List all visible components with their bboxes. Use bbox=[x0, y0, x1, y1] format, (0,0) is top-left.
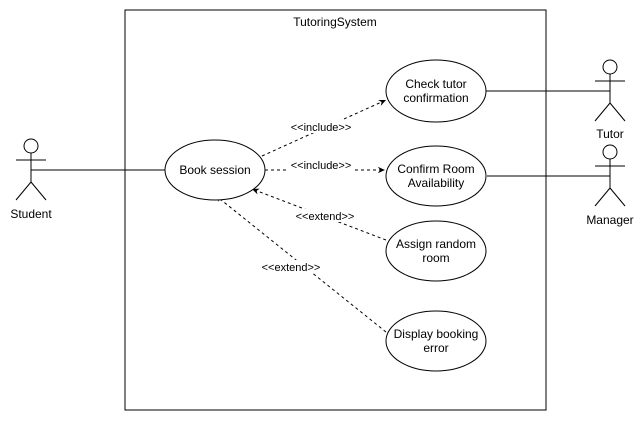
use-case-label: Book session bbox=[179, 163, 250, 177]
actor-manager-label: Manager bbox=[586, 213, 633, 227]
system-name: TutoringSystem bbox=[293, 15, 377, 29]
use-case-assign-room: Assign random room bbox=[385, 220, 487, 282]
use-case-label: Availability bbox=[408, 176, 464, 190]
use-case-display-error: Display booking error bbox=[385, 310, 487, 372]
use-case-label: confirmation bbox=[403, 91, 468, 105]
actor-student-label: Student bbox=[10, 207, 52, 221]
extend-label-assign: <<extend>> bbox=[296, 211, 355, 223]
use-case-check-tutor: Check tutor confirmation bbox=[385, 59, 487, 123]
use-case-label: error bbox=[423, 341, 448, 355]
actor-tutor-icon bbox=[594, 59, 626, 122]
include-label-confirm: <<include>> bbox=[291, 160, 352, 172]
include-label-check: <<include>> bbox=[291, 122, 352, 134]
extend-label-error: <<extend>> bbox=[262, 262, 321, 274]
actor-tutor-label: Tutor bbox=[596, 127, 624, 141]
use-case-book-session: Book session bbox=[164, 139, 266, 201]
use-case-label: Confirm Room bbox=[397, 162, 474, 176]
use-case-label: room bbox=[422, 251, 449, 265]
use-case-label: Assign random bbox=[396, 237, 476, 251]
system-boundary bbox=[124, 9, 547, 411]
use-case-label: Check tutor bbox=[405, 77, 466, 91]
actor-manager-icon bbox=[594, 144, 626, 207]
use-case-label: Display booking bbox=[394, 327, 479, 341]
use-case-confirm-room: Confirm Room Availability bbox=[385, 145, 487, 207]
actor-student-icon bbox=[15, 138, 47, 201]
